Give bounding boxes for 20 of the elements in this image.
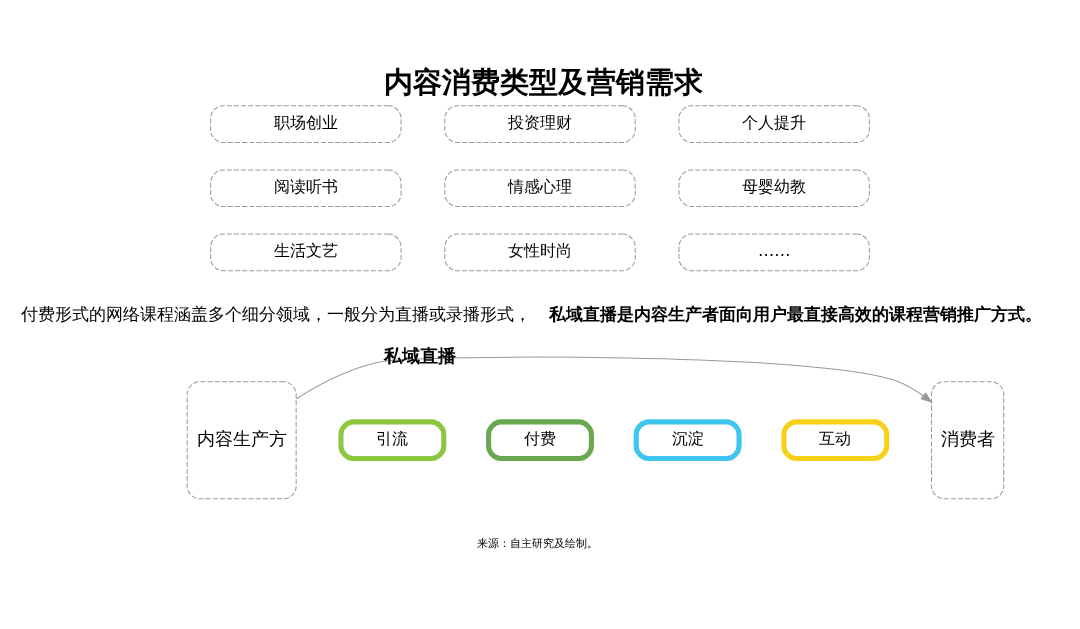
node-box: 生活文艺: [210, 233, 402, 272]
edge-label: 私域直播: [383, 344, 456, 366]
node-box: ……: [678, 233, 870, 272]
label: 付费形式的网络课程涵盖多个细分领域，一般分为直播或录播形式，私域直播是内容生产者面向用户最直接高效的课程营销推广方式。: [21, 303, 1042, 324]
arrow: [295, 356, 933, 404]
diagram-title: 内容消费类型及营销需求: [384, 65, 704, 99]
node-box: 个人提升: [678, 105, 870, 143]
node-box: 阅读听书: [210, 169, 402, 208]
node-box: 情感心理: [444, 169, 636, 208]
node-box: 沉淀: [633, 419, 742, 462]
node-box: 消费者: [930, 381, 1005, 500]
node-box: 引流: [338, 419, 447, 462]
node-box: 互动: [781, 419, 890, 462]
node-box: 职场创业: [210, 105, 402, 143]
node-box: 付费: [486, 419, 594, 462]
node-box: 母婴幼教: [678, 169, 870, 208]
label: 来源：自主研究及绘制。: [476, 537, 598, 551]
node-box: 内容生产方: [186, 381, 297, 500]
node-box: 投资理财: [444, 105, 636, 143]
node-box: 女性时尚: [444, 233, 636, 272]
